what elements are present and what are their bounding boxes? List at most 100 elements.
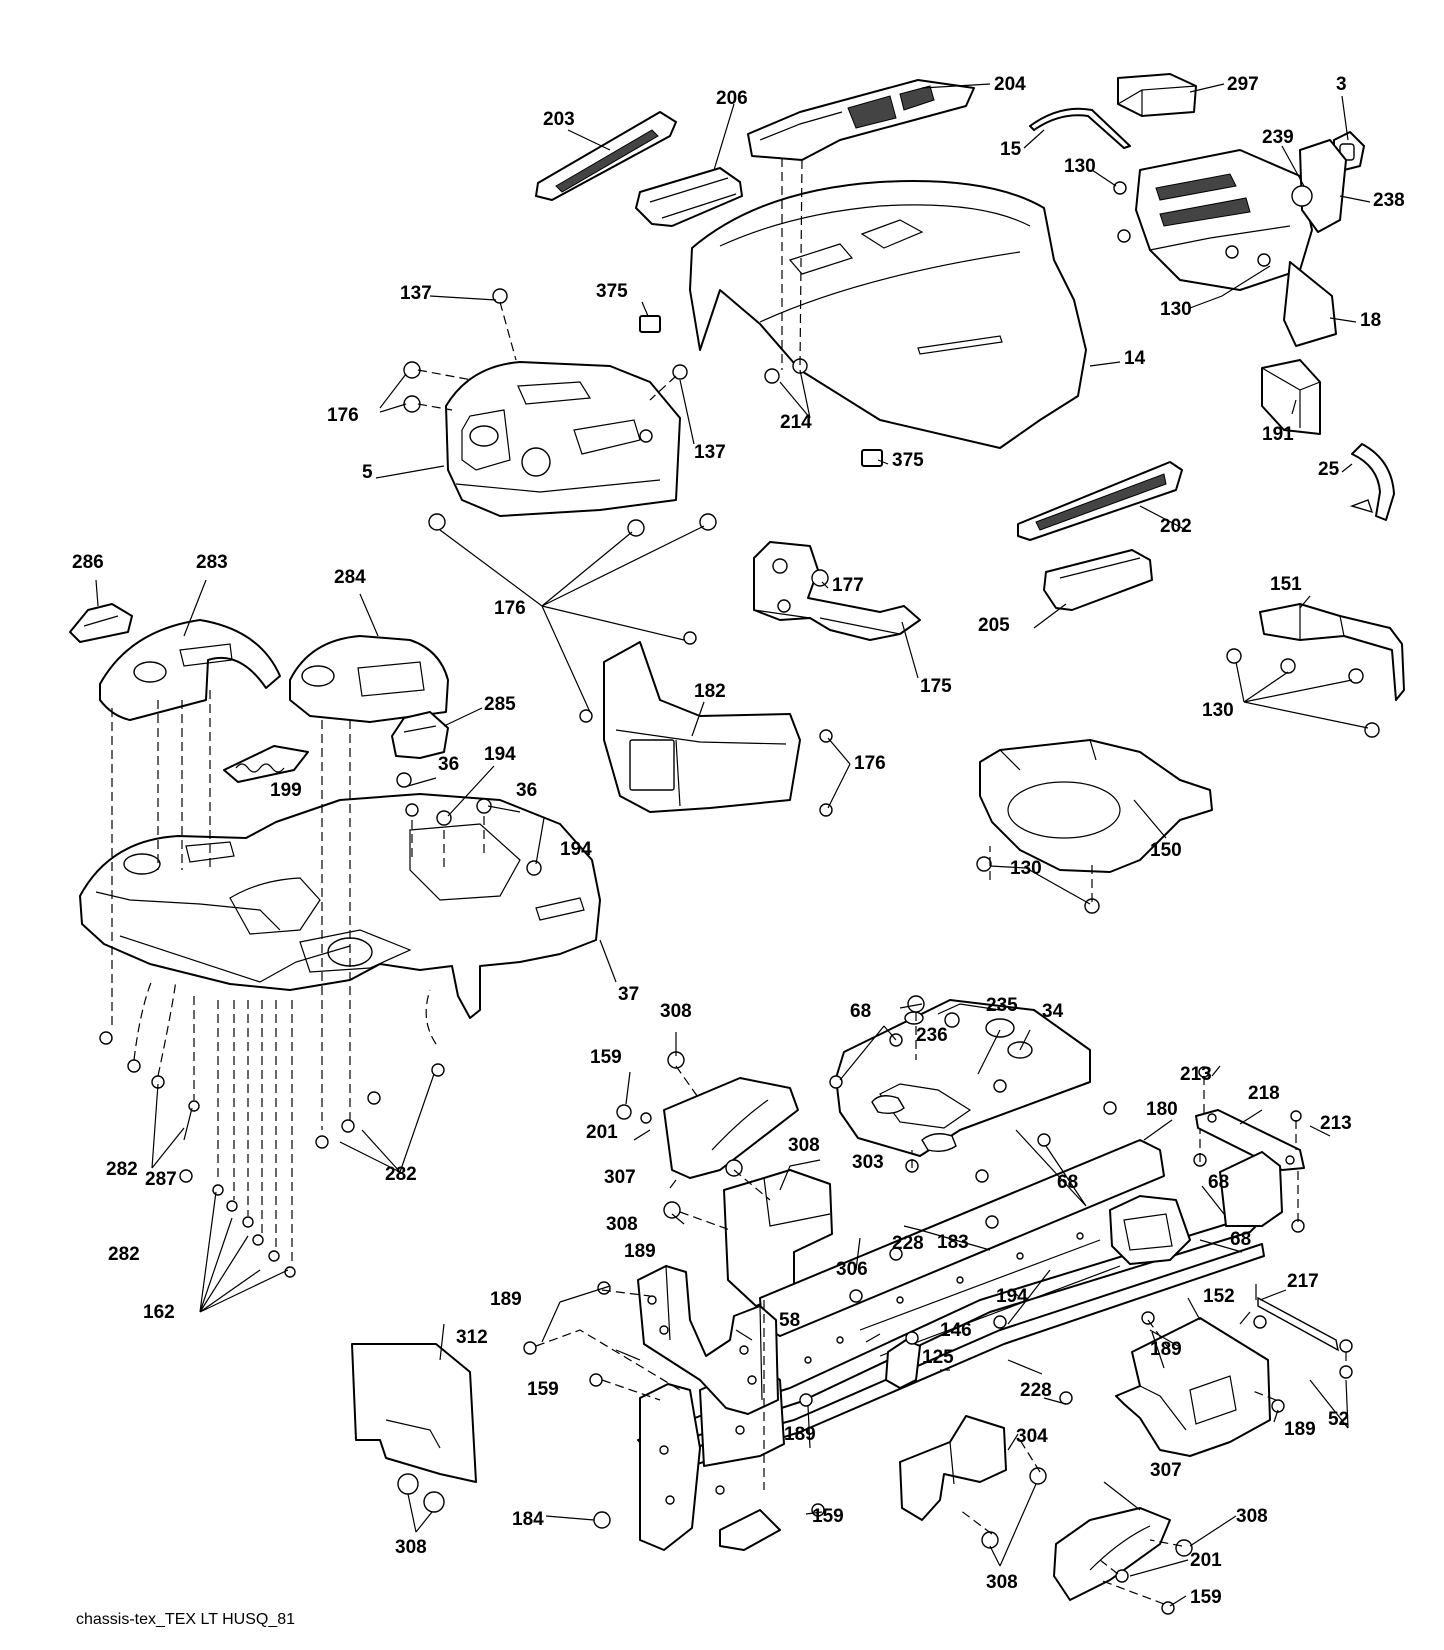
part-175-bracket <box>753 541 921 641</box>
part-label: 199 <box>270 780 302 801</box>
part-label: 18 <box>1360 310 1381 331</box>
part-label: 218 <box>1248 1083 1280 1104</box>
part-label: 150 <box>1150 840 1182 861</box>
part-label: 194 <box>560 839 592 860</box>
part-label: 203 <box>543 109 575 130</box>
part-label: 236 <box>916 1025 948 1046</box>
part-label: 130 <box>1202 700 1234 721</box>
part-312-panel <box>351 1343 477 1483</box>
part-label: 52 <box>1328 1409 1349 1430</box>
part-label: 191 <box>1262 424 1294 445</box>
part-label: 282 <box>106 1159 138 1180</box>
part-label: 130 <box>1160 299 1192 320</box>
part-label: 235 <box>986 995 1018 1016</box>
part-label: 375 <box>892 450 924 471</box>
part-label: 151 <box>1270 574 1302 595</box>
part-label: 375 <box>596 281 628 302</box>
part-label: 312 <box>456 1327 488 1348</box>
part-label: 285 <box>484 694 516 715</box>
part-label: 159 <box>527 1379 559 1400</box>
part-label: 25 <box>1318 459 1340 480</box>
part-label: 228 <box>1020 1380 1052 1401</box>
part-label: 34 <box>1042 1001 1064 1022</box>
part-199-plate <box>223 745 309 783</box>
part-label: 130 <box>1064 156 1096 177</box>
part-58-bracket <box>637 1265 779 1415</box>
part-label: 303 <box>852 1152 884 1173</box>
part-label: 162 <box>143 1302 175 1323</box>
part-297-block <box>1117 73 1197 117</box>
part-286-knob <box>69 603 133 643</box>
fasteners <box>99 181 1380 1615</box>
part-label: 284 <box>334 567 366 588</box>
part-label: 297 <box>1227 74 1259 95</box>
part-label: 189 <box>784 1424 816 1445</box>
part-label: 176 <box>494 598 526 619</box>
part-label: 5 <box>362 462 373 483</box>
part-label: 201 <box>1190 1550 1222 1571</box>
part-5-dashboard <box>445 361 681 517</box>
part-label: 217 <box>1287 1271 1319 1292</box>
part-label: 137 <box>694 442 726 463</box>
part-307-panel-upper <box>663 1077 799 1179</box>
part-label: 125 <box>922 1347 954 1368</box>
part-label: 206 <box>716 88 748 109</box>
part-182-lower-dash <box>603 641 801 813</box>
part-label: 58 <box>779 1310 800 1331</box>
part-label: 182 <box>694 681 726 702</box>
part-label: 282 <box>108 1244 140 1265</box>
part-375-block-a <box>639 315 661 333</box>
part-label: 213 <box>1180 1064 1212 1085</box>
part-label: 175 <box>920 676 952 697</box>
part-label: 194 <box>484 744 516 765</box>
part-204-hood-top <box>747 79 975 161</box>
part-label: 282 <box>385 1164 417 1185</box>
part-label: 180 <box>1146 1099 1178 1120</box>
part-label: 36 <box>516 780 537 801</box>
part-label: 201 <box>586 1122 618 1143</box>
part-label: 306 <box>836 1259 868 1280</box>
part-shapes <box>69 73 1405 1615</box>
leader-lines <box>95 83 1371 1607</box>
part-label: 130 <box>1010 858 1042 879</box>
part-label: 184 <box>512 1509 544 1530</box>
part-202-grille <box>1017 461 1183 541</box>
part-label: 239 <box>1262 127 1294 148</box>
part-label: 189 <box>624 1241 656 1262</box>
part-label: 307 <box>604 1167 636 1188</box>
part-217-rod <box>1255 1284 1339 1352</box>
part-label: 308 <box>660 1001 692 1022</box>
part-label: 202 <box>1160 516 1192 537</box>
part-205-duct <box>1043 549 1153 611</box>
part-285-clip <box>391 711 449 759</box>
part-303-bracket <box>723 1169 833 1307</box>
part-label: 176 <box>854 753 886 774</box>
part-180-frame <box>637 1139 1283 1551</box>
part-label: 308 <box>986 1572 1018 1593</box>
part-label: 307 <box>1150 1460 1182 1481</box>
part-label: 238 <box>1373 190 1405 211</box>
part-151-bracket <box>1259 603 1405 701</box>
part-14-hood <box>689 180 1087 449</box>
part-203-grille <box>535 111 677 201</box>
diagram-caption: chassis-tex_TEX LT HUSQ_81 <box>76 1611 295 1628</box>
part-label: 213 <box>1320 1113 1352 1134</box>
part-label: 146 <box>940 1320 972 1341</box>
part-label: 176 <box>327 405 359 426</box>
part-label: 15 <box>1000 139 1022 160</box>
part-label: 205 <box>978 615 1010 636</box>
part-label: 228 <box>892 1233 924 1254</box>
part-label: 159 <box>812 1506 844 1527</box>
assembly-lines <box>111 158 1347 1605</box>
part-375-block-b <box>861 449 883 467</box>
part-label: 3 <box>1336 74 1347 95</box>
part-label: 37 <box>618 984 639 1005</box>
part-label: 159 <box>590 1047 622 1068</box>
part-label: 68 <box>1208 1172 1229 1193</box>
part-label: 194 <box>996 1286 1028 1307</box>
part-labels: 203 206 204 297 3 15 239 130 238 130 18 … <box>72 74 1405 1628</box>
part-label: 308 <box>606 1214 638 1235</box>
part-label: 304 <box>1016 1426 1048 1447</box>
part-label: 137 <box>400 283 432 304</box>
part-label: 287 <box>145 1169 177 1190</box>
